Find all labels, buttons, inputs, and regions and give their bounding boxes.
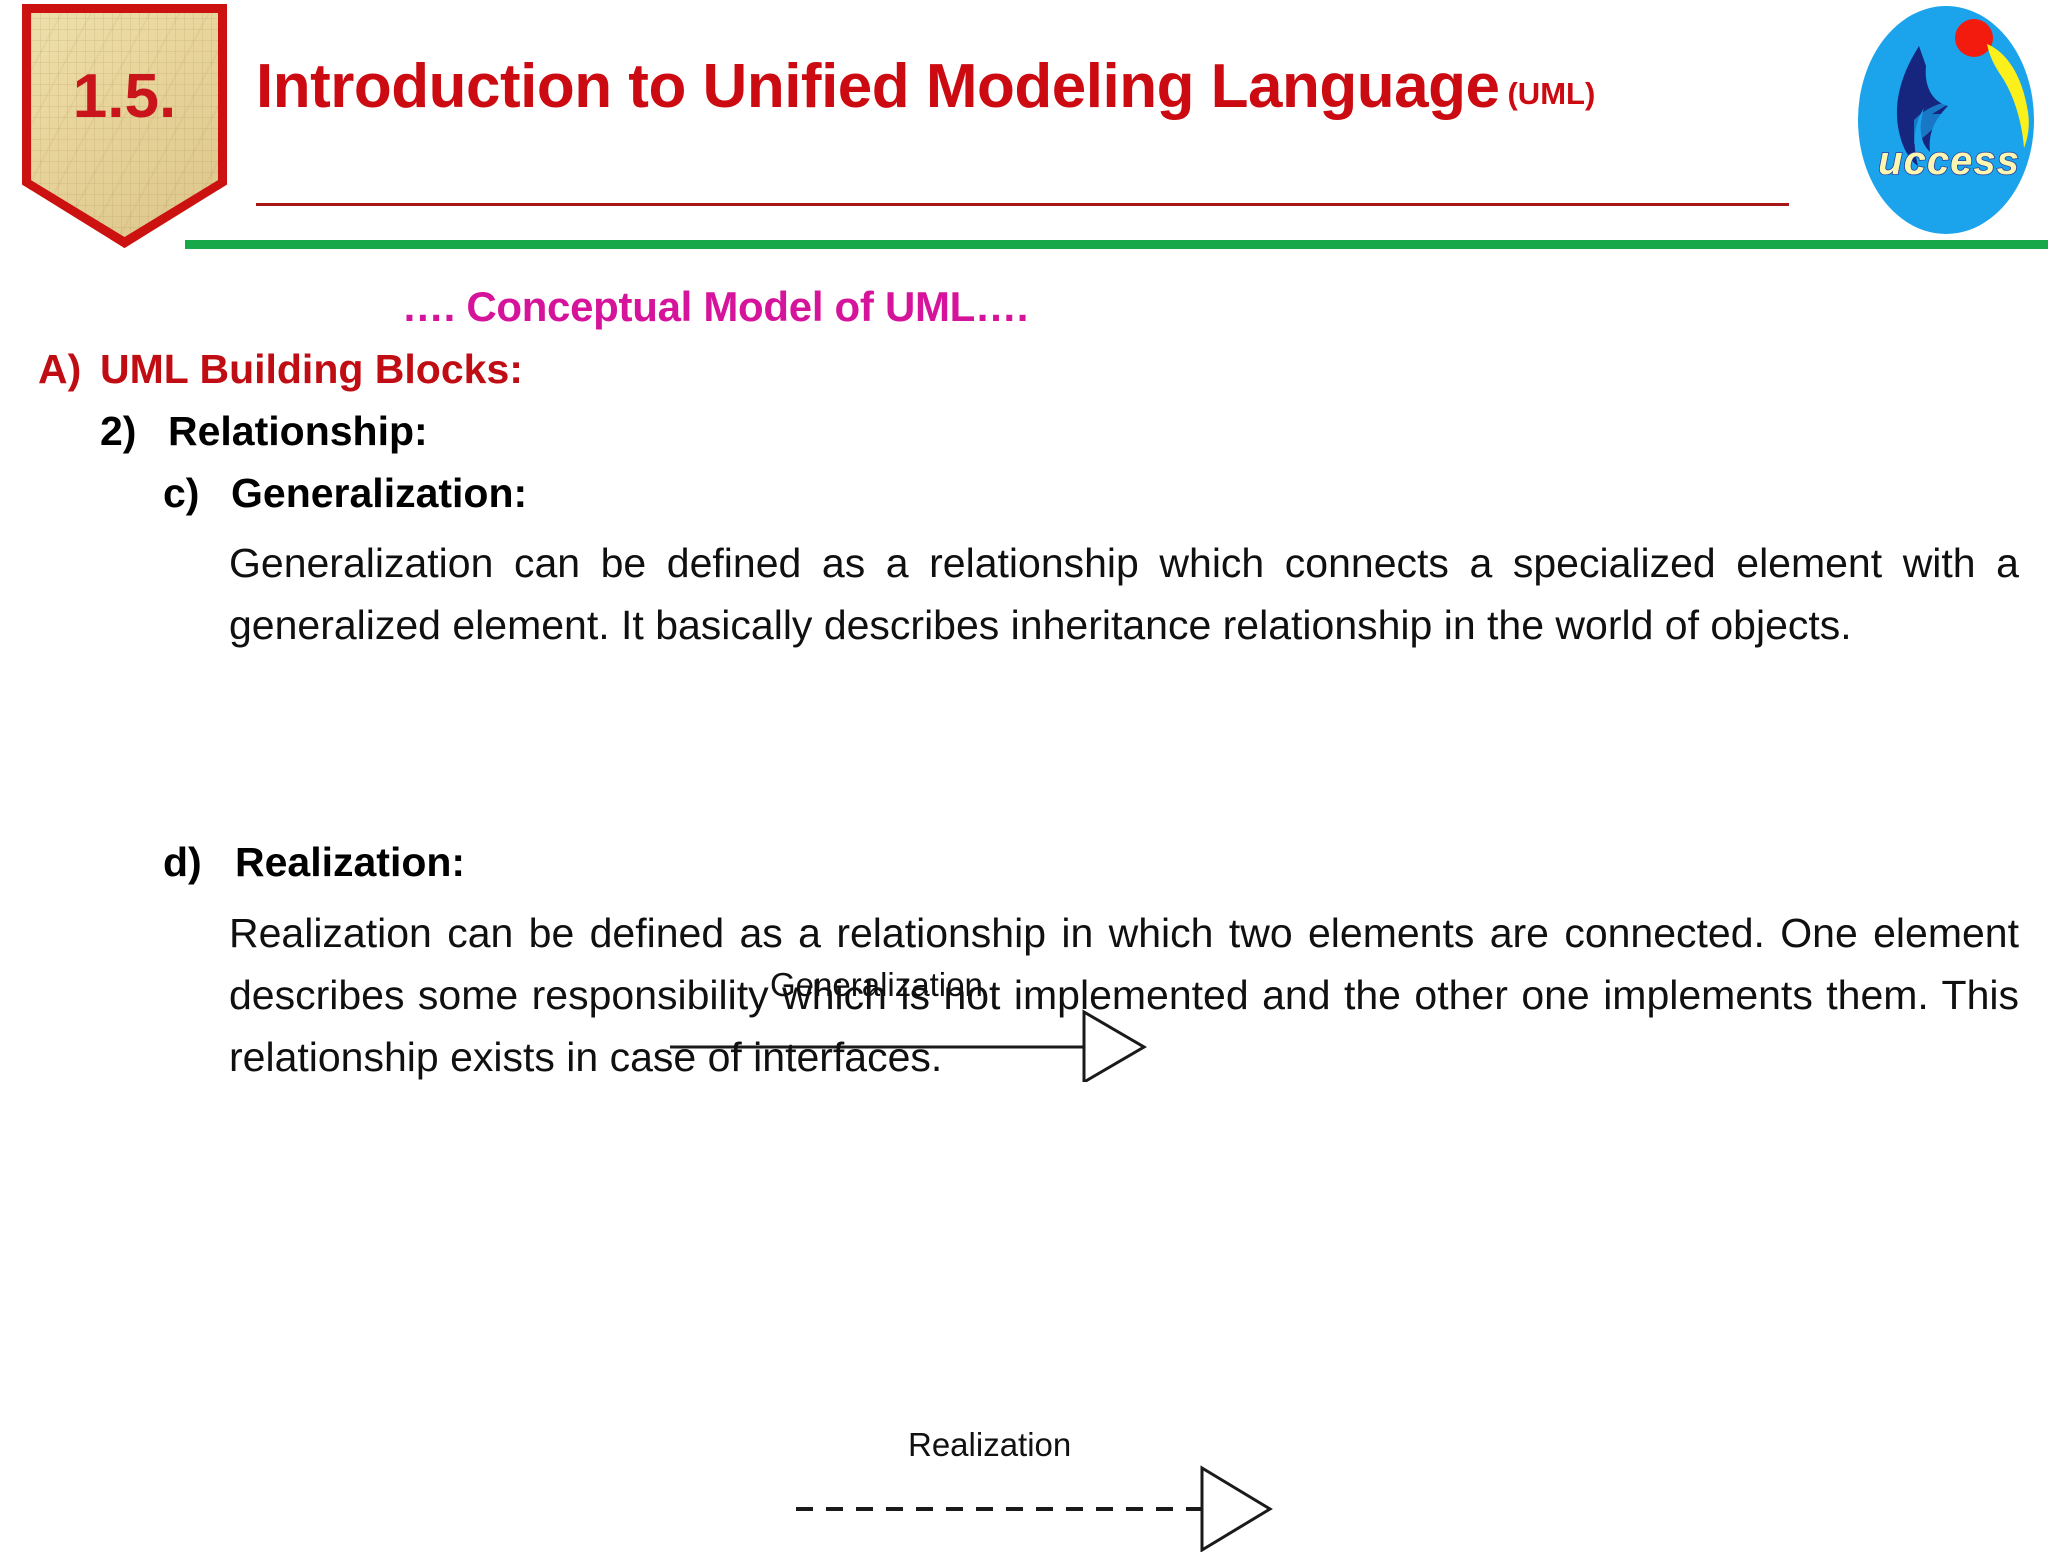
slide-subtitle: …. Conceptual Model of UML…. [401, 283, 1029, 330]
section-number-label: 1.5. [72, 62, 177, 131]
paragraph-realization-text: Realization can be defined as a relation… [229, 910, 2019, 1080]
header-divider-red [256, 203, 1789, 206]
brand-logo-icon: uccess [1858, 6, 2034, 234]
diagram-realization-label: Realization [908, 1426, 1072, 1463]
page-title-text: Introduction to Unified Modeling Languag… [256, 52, 1500, 121]
slide-header: 1.5. Introduction to Unified Modeling La… [0, 0, 2048, 252]
brand-logo: uccess [1856, 2, 2036, 242]
heading-generalization-marker: c) [163, 470, 200, 516]
heading-level-2-label: Relationship: [168, 408, 428, 454]
diagram-realization: Realization [770, 1412, 1310, 1552]
section-number-badge: 1.5. [22, 4, 227, 248]
heading-level-a-label: UML Building Blocks: [100, 346, 523, 392]
diagram-generalization: Generalization [640, 952, 1180, 1082]
heading-level-a: A) UML Building Blocks: [38, 349, 523, 390]
slide-body: …. Conceptual Model of UML…. A) UML Build… [0, 252, 2048, 1552]
heading-realization-marker: d) [163, 839, 202, 885]
page-title-acronym: (UML) [1507, 76, 1596, 111]
heading-level-a-marker: A) [38, 346, 82, 392]
brand-logo-wordmark: uccess [1878, 139, 2020, 183]
realization-arrow-icon [796, 1465, 1273, 1552]
header-divider-green [185, 240, 2048, 249]
paragraph-generalization-text: Generalization can be defined as a relat… [229, 540, 2019, 648]
heading-generalization-label: Generalization: [231, 470, 528, 516]
heading-realization: d) Realization: [163, 842, 465, 883]
heading-realization-label: Realization: [235, 839, 466, 885]
heading-level-2-marker: 2) [100, 408, 137, 454]
paragraph-realization: Realization can be defined as a relation… [229, 902, 2019, 1088]
heading-generalization: c) Generalization: [163, 473, 527, 514]
paragraph-generalization: Generalization can be defined as a relat… [229, 532, 2019, 656]
heading-level-2: 2) Relationship: [100, 411, 428, 452]
page-title: Introduction to Unified Modeling Languag… [256, 56, 1595, 118]
diagram-generalization-label: Generalization [770, 966, 983, 1003]
generalization-arrow-icon [670, 1009, 1147, 1082]
